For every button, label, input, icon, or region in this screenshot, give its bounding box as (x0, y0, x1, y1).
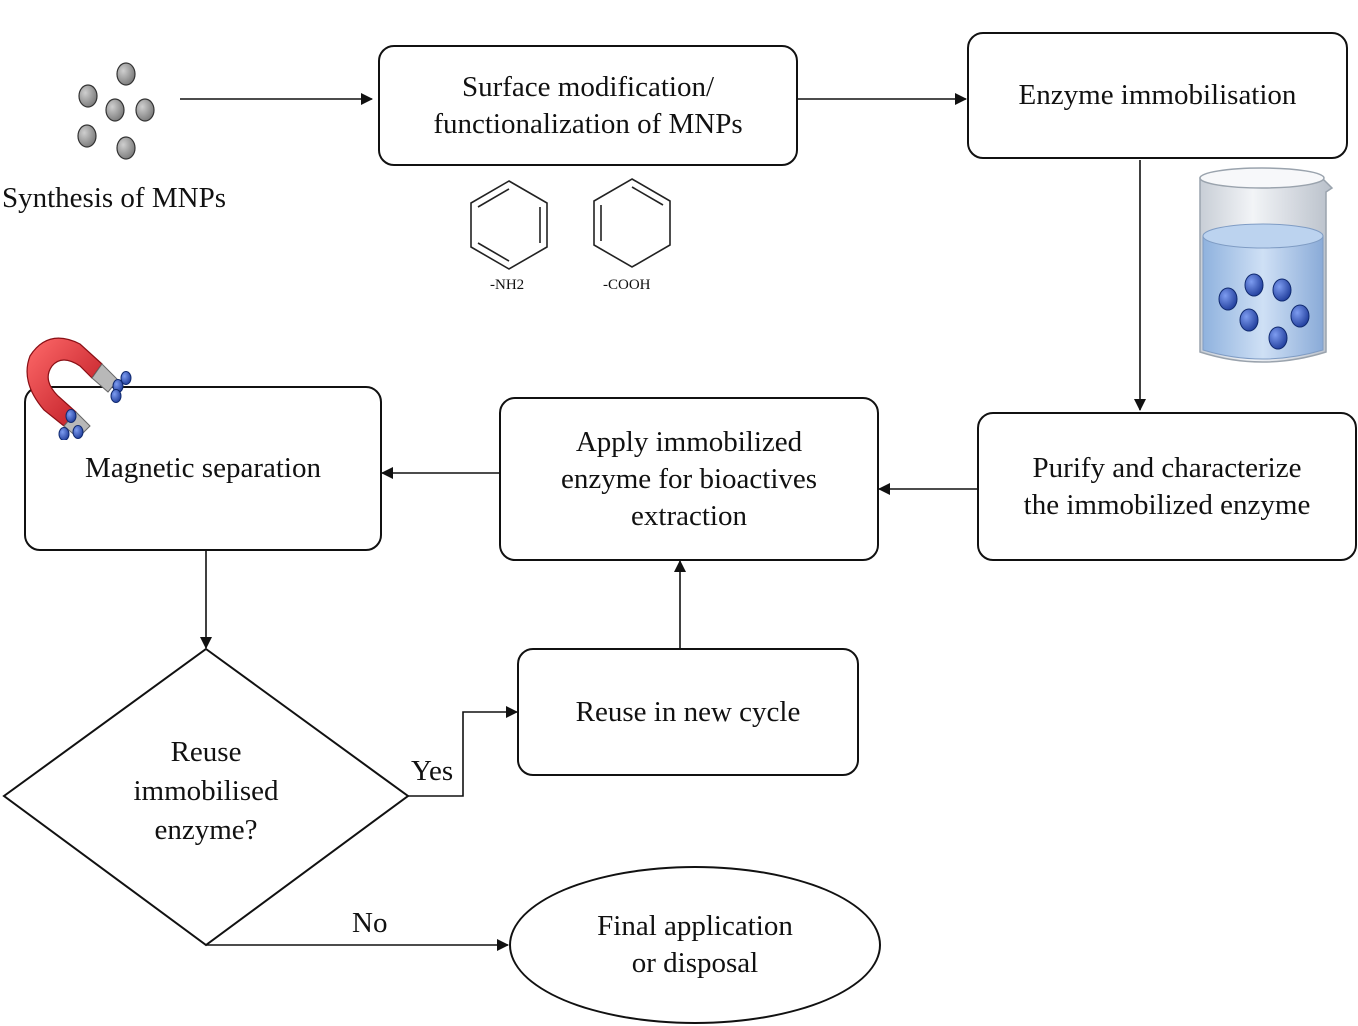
apply-line1: Apply immobilized (575, 425, 803, 458)
purify-node: Purify and characterize the immobilized … (977, 412, 1357, 561)
reuse-node: Reuse in new cycle (517, 648, 859, 776)
surface-line2: functionalization of MNPs (433, 107, 743, 140)
mnp-particles-icon (77, 62, 155, 160)
surface-modification-node: Surface modification/ functionalization … (378, 45, 798, 166)
apply-line3: extraction (631, 499, 747, 532)
cooh-label: -COOH (603, 277, 651, 293)
enzyme-immobilisation-node: Enzyme immobilisation (967, 32, 1348, 159)
decision-line3: enzyme? (154, 814, 258, 846)
decision-text: Reuse immobilised enzyme? (86, 733, 326, 850)
benzene-nh2-icon (470, 180, 548, 270)
magnet-icon (26, 337, 132, 440)
final-line2: or disposal (631, 947, 759, 979)
apply-line2: enzyme for bioactives (560, 462, 818, 495)
magnetic-separation-node: Magnetic separation (24, 386, 382, 551)
purify-line1: Purify and characterize (1032, 451, 1302, 484)
no-label: No (352, 907, 388, 939)
arrow-yes-to-reuse (408, 706, 518, 797)
synthesis-label: Synthesis of MNPs (2, 182, 226, 214)
nh2-label: -NH2 (490, 277, 525, 293)
decision-line1: Reuse (170, 736, 242, 768)
final-application-oval: Final application or disposal (509, 866, 881, 1024)
yes-label: Yes (411, 755, 454, 787)
decision-diamond (2, 647, 410, 947)
decision-line2: immobilised (133, 775, 279, 807)
purify-line2: the immobilized enzyme (1023, 488, 1311, 521)
surface-line1: Surface modification/ (461, 70, 715, 103)
beaker-icon (1199, 167, 1334, 363)
magnetic-label: Magnetic separation (85, 452, 321, 484)
benzene-cooh-icon (593, 178, 671, 268)
final-line1: Final application (597, 910, 793, 942)
apply-enzyme-node: Apply immobilized enzyme for bioactives … (499, 397, 879, 561)
